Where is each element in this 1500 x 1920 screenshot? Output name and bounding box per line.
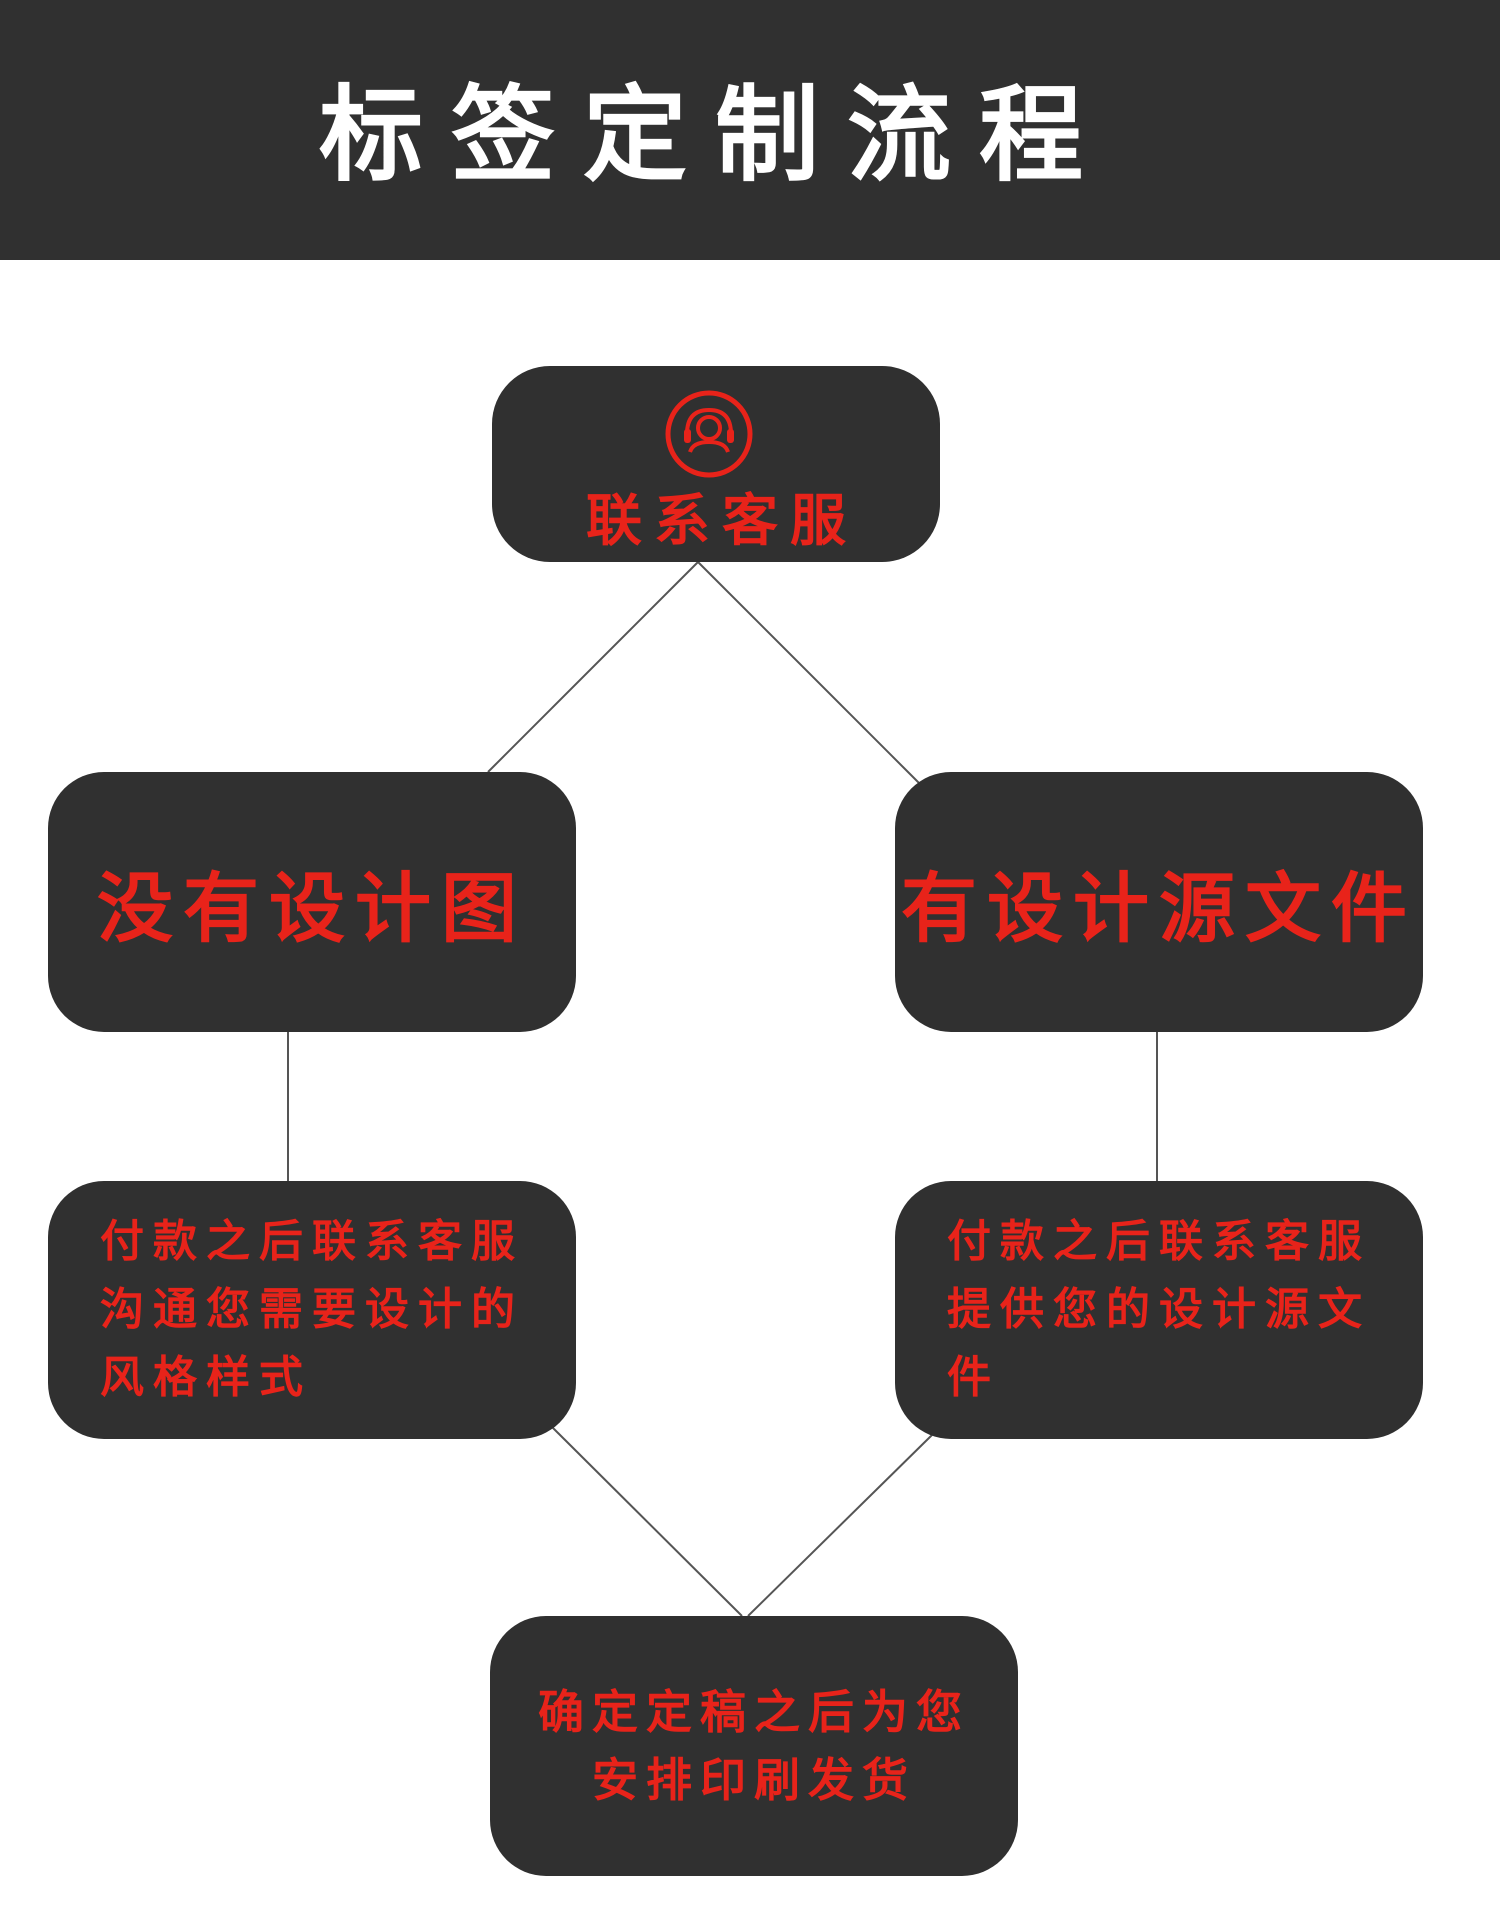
no-design-label: 没有设计图 <box>97 864 527 953</box>
connector-contact-to-no-design <box>487 561 699 773</box>
contact-service-node <box>492 366 940 562</box>
final-step-text: 确定定稿之后为您安排印刷发货 <box>538 1685 970 1807</box>
no-design-step-node: 付款之后联系客服沟通您需要设计的风格样式 <box>48 1181 576 1439</box>
contact-service-label: 联系客服 <box>586 488 858 554</box>
final-step-node: 确定定稿之后为您安排印刷发货 <box>490 1616 1018 1876</box>
has-design-node: 有设计源文件 <box>895 772 1423 1032</box>
connector-contact-to-has-design <box>697 561 921 785</box>
no-design-step-text: 付款之后联系客服沟通您需要设计的风格样式 <box>100 1216 524 1403</box>
has-design-step-text: 付款之后联系客服提供您的设计源文件 <box>947 1216 1371 1403</box>
connector-no-design-step-to-final <box>551 1426 743 1617</box>
header-bar: 标签定制流程 <box>0 0 1500 260</box>
page-title: 标签定制流程 <box>318 73 1111 196</box>
no-design-node: 没有设计图 <box>48 772 576 1032</box>
has-design-step-node: 付款之后联系客服提供您的设计源文件 <box>895 1181 1423 1439</box>
connector-has-design-step-to-final <box>747 1434 933 1617</box>
customer-service-headset-icon <box>665 390 753 478</box>
has-design-label: 有设计源文件 <box>901 864 1417 953</box>
